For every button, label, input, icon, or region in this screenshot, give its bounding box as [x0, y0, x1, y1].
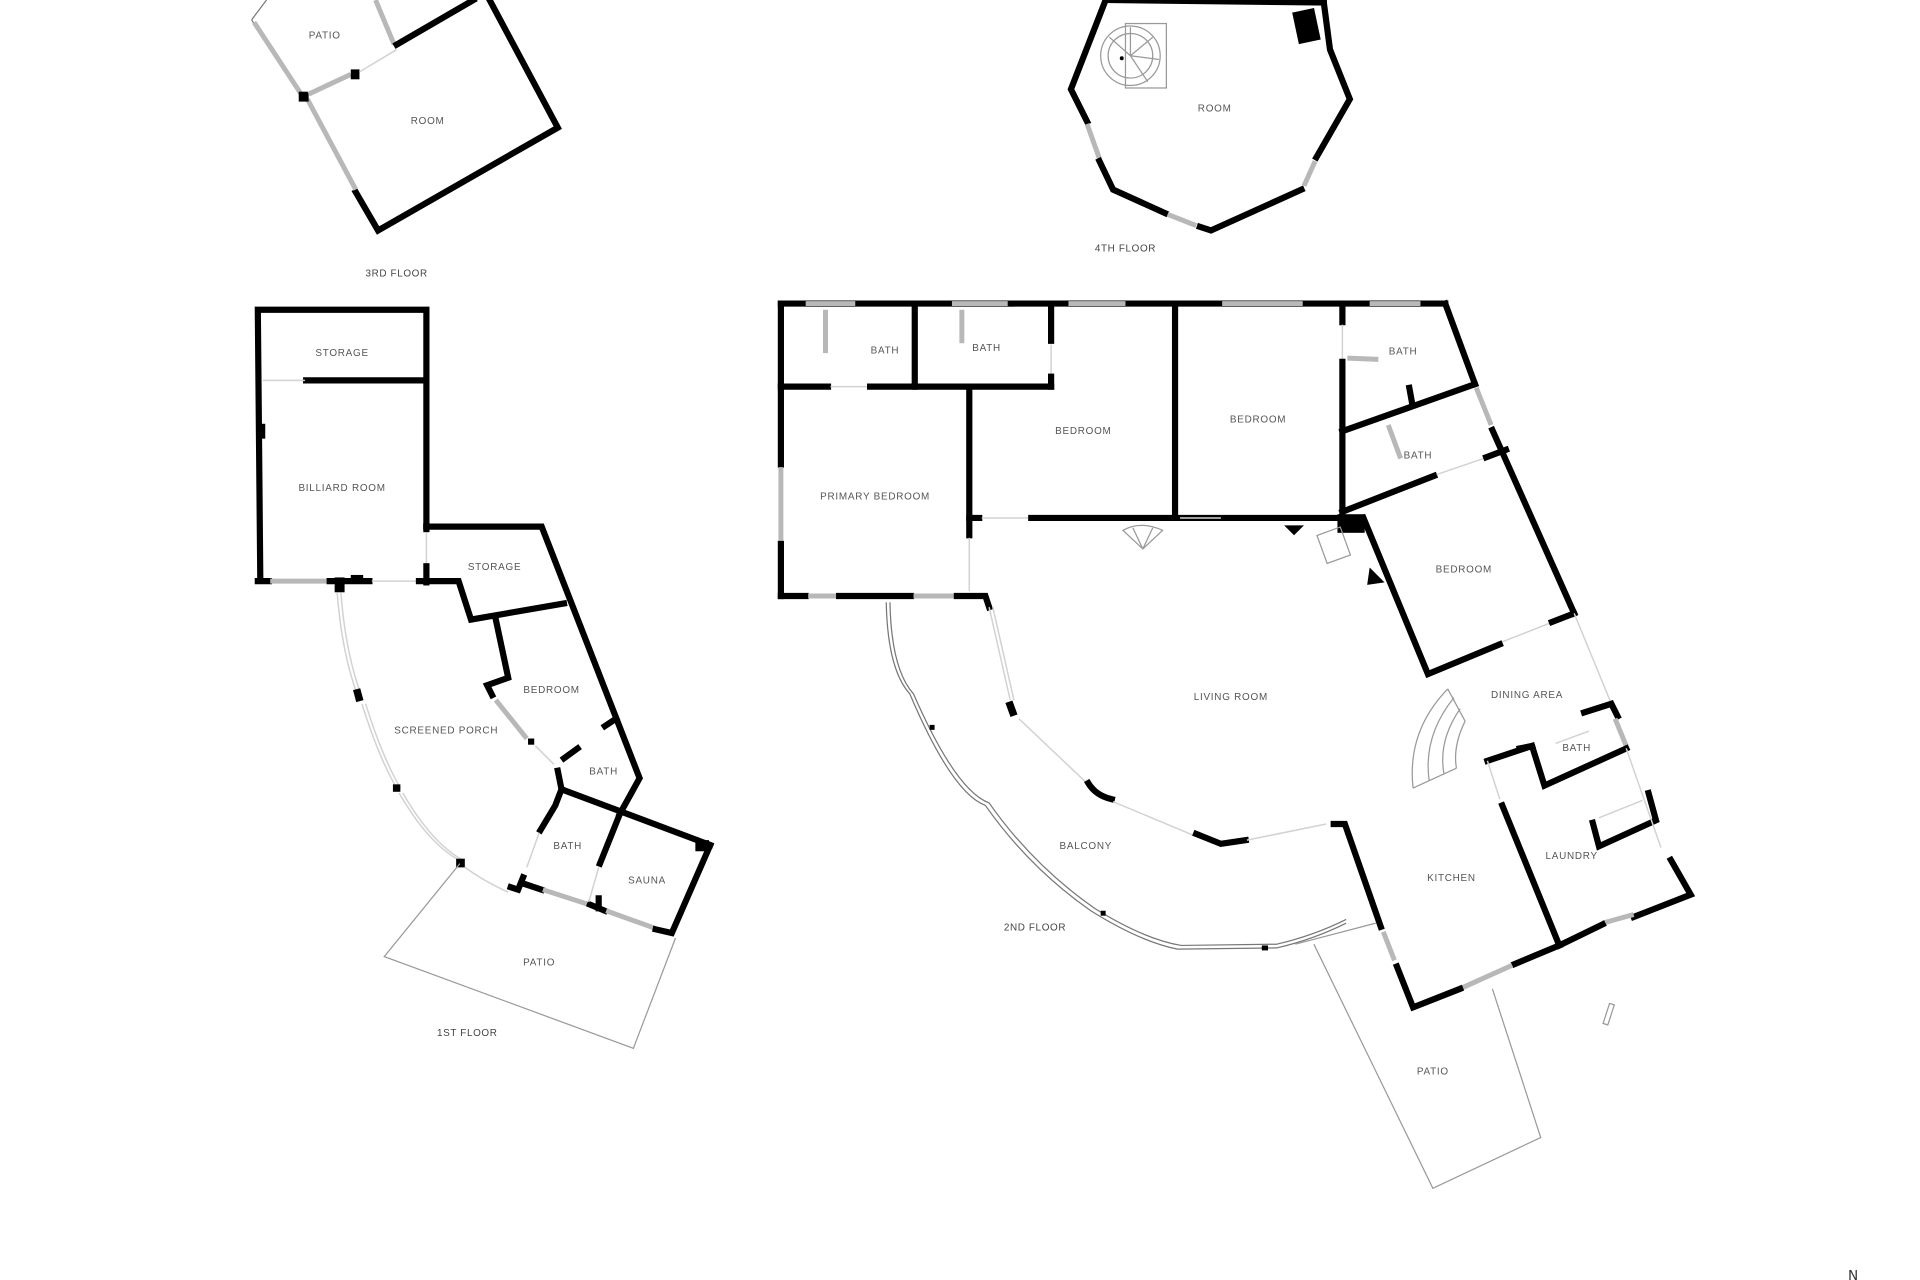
room-label-bedroom: BEDROOM — [523, 685, 579, 696]
room-label-balcony: BALCONY — [1060, 841, 1113, 852]
room-label-bath-5: BATH — [1562, 743, 1591, 754]
room-label-sauna: SAUNA — [628, 876, 666, 887]
floor-1: STORAGE BILLIARD ROOM STORAGE BEDROOM SC… — [254, 306, 715, 1050]
floor-4: ROOM 4TH FLOOR — [1067, 0, 1354, 255]
room-label-bath-3: BATH — [1389, 347, 1418, 358]
room-label-patio: PATIO — [523, 957, 555, 968]
room-label-bath-2: BATH — [972, 343, 1001, 354]
room-label-kitchen: KITCHEN — [1427, 873, 1476, 884]
door-swing-icon — [1121, 524, 1164, 550]
room-label-bedroom-2: BEDROOM — [1230, 415, 1286, 426]
room-label-laundry: LAUNDRY — [1546, 851, 1598, 862]
north-compass-icon: N — [1848, 1268, 1858, 1280]
room-label-storage: STORAGE — [315, 348, 368, 359]
floor-3: PATIO ROOM 3RD FLOOR — [251, 0, 562, 279]
room-label-bath-2: BATH — [553, 841, 582, 852]
room-label-storage-2: STORAGE — [468, 562, 521, 573]
room-label-bath: BATH — [589, 767, 618, 778]
room-label-bedroom-3: BEDROOM — [1436, 565, 1492, 576]
room-label-bath-4: BATH — [1404, 451, 1433, 462]
room-label-bath: BATH — [871, 345, 900, 356]
floor-2: BATH BATH BEDROOM BEDROOM BATH BATH PRIM… — [777, 299, 1696, 1190]
room-label-room: ROOM — [1198, 104, 1232, 115]
room-label-living-room: LIVING ROOM — [1194, 692, 1268, 703]
floor-label-1st: 1ST FLOOR — [437, 1028, 497, 1039]
room-label-billiard-room: BILLIARD ROOM — [298, 483, 385, 494]
room-label-bedroom: BEDROOM — [1055, 426, 1111, 437]
floor-label-4th: 4TH FLOOR — [1095, 244, 1156, 255]
room-label-primary-bedroom: PRIMARY BEDROOM — [820, 492, 930, 503]
floor-label-2nd: 2ND FLOOR — [1004, 923, 1066, 934]
spiral-stair-icon — [1100, 22, 1167, 89]
room-label-room: ROOM — [411, 116, 445, 127]
compass-label: N — [1848, 1268, 1858, 1280]
floor-label-3rd: 3RD FLOOR — [365, 268, 427, 279]
room-label-patio: PATIO — [1417, 1066, 1449, 1077]
room-label-dining-area: DINING AREA — [1491, 690, 1563, 701]
curved-bench-icon — [1411, 688, 1466, 789]
room-label-screened-porch: SCREENED PORCH — [394, 726, 498, 737]
room-label-patio: PATIO — [309, 31, 341, 42]
